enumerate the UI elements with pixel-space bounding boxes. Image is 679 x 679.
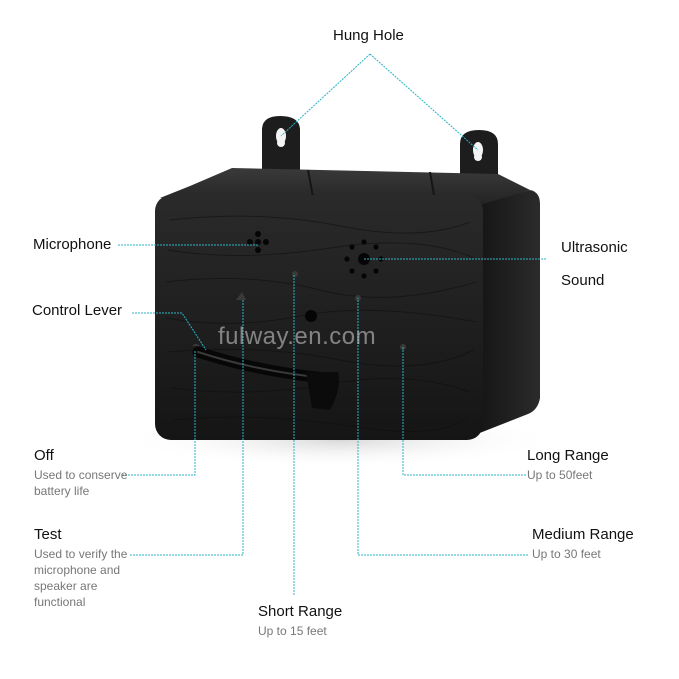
microphone-label: Microphone bbox=[33, 236, 112, 253]
hung-hole-label: Hung Hole bbox=[333, 27, 404, 44]
watermark: fulway.en.com bbox=[218, 323, 377, 350]
medium-range-desc: Up to 30 feet bbox=[532, 547, 601, 561]
long-range-desc: Up to 50feet bbox=[527, 468, 593, 482]
test-title: Test bbox=[34, 526, 62, 543]
led-indicator bbox=[305, 310, 317, 322]
off-desc: Used to conserve battery life bbox=[34, 467, 127, 499]
test-desc-line2: microphone and bbox=[34, 563, 121, 577]
ultrasonic-label-line2: Sound bbox=[561, 272, 605, 289]
test-desc-line4: functional bbox=[34, 595, 86, 609]
off-desc-line1: Used to conserve bbox=[34, 468, 128, 482]
test-desc-line1: Used to verify the bbox=[34, 547, 128, 561]
off-title: Off bbox=[34, 447, 54, 464]
ultrasonic-label-line1: Ultrasonic bbox=[561, 239, 628, 256]
short-range-title: Short Range bbox=[258, 603, 343, 620]
control-lever bbox=[192, 346, 339, 410]
control-lever-label: Control Lever bbox=[32, 302, 123, 319]
speaker-holes bbox=[344, 239, 384, 279]
long-range-title: Long Range bbox=[527, 447, 609, 464]
microphone-holes bbox=[247, 231, 269, 253]
device-side bbox=[470, 190, 540, 436]
medium-range-title: Medium Range bbox=[532, 526, 634, 543]
test-desc-line3: speaker are bbox=[34, 579, 98, 593]
short-range-desc: Up to 15 feet bbox=[258, 624, 327, 638]
test-desc: Used to verify the microphone and speake… bbox=[34, 546, 127, 610]
off-desc-line2: battery life bbox=[34, 484, 90, 498]
